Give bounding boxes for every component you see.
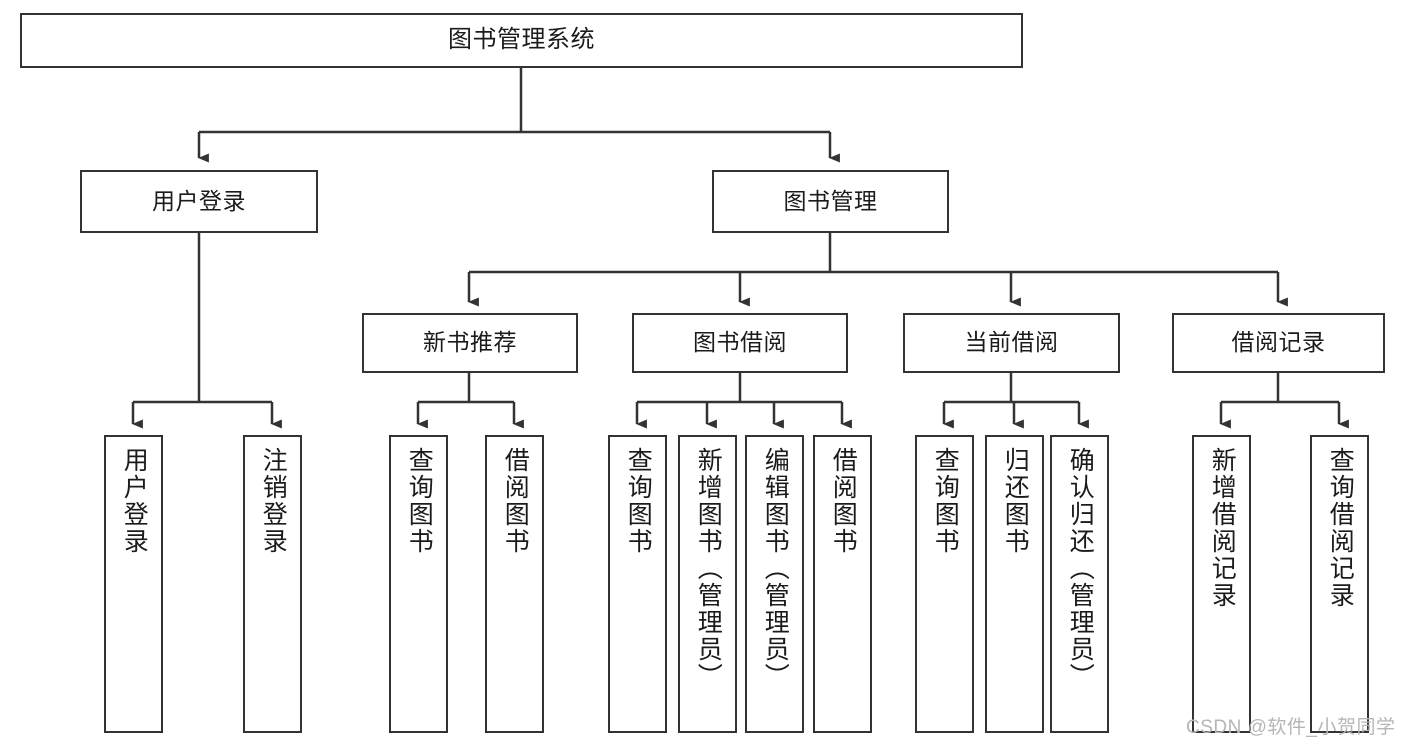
leaf-new-book-query[interactable]: 查询图书 [389,435,448,733]
leaf-borrow-record-query-label: 查询借阅记录 [1326,447,1355,609]
leaf-user-login-login[interactable]: 用户登录 [104,435,163,733]
node-new-book-recommend-label: 新书推荐 [423,329,517,356]
leaf-book-borrow-edit[interactable]: 编辑图书（管理员） [745,435,804,733]
node-book-borrow[interactable]: 图书借阅 [632,313,848,373]
leaf-user-login-login-label: 用户登录 [120,447,149,555]
leaf-book-borrow-query[interactable]: 查询图书 [608,435,667,733]
leaf-current-borrow-confirm[interactable]: 确认归还（管理员） [1050,435,1109,733]
leaf-book-borrow-add-label: 新增图书（管理员） [694,447,723,690]
leaf-borrow-record-add[interactable]: 新增借阅记录 [1192,435,1251,733]
leaf-current-borrow-return-label: 归还图书 [1001,447,1030,555]
node-book-management-label: 图书管理 [783,187,878,214]
node-user-login-label: 用户登录 [152,187,246,214]
leaf-user-login-logout-label: 注销登录 [259,447,288,555]
leaf-current-borrow-query[interactable]: 查询图书 [915,435,974,733]
leaf-borrow-record-query[interactable]: 查询借阅记录 [1310,435,1369,733]
leaf-borrow-record-add-label: 新增借阅记录 [1208,447,1237,609]
leaf-book-borrow-add[interactable]: 新增图书（管理员） [678,435,737,733]
leaf-book-borrow-borrow-label: 借阅图书 [829,447,858,555]
node-borrow-record[interactable]: 借阅记录 [1172,313,1385,373]
leaf-book-borrow-borrow[interactable]: 借阅图书 [813,435,872,733]
node-root-label: 图书管理系统 [448,26,595,54]
node-new-book-recommend[interactable]: 新书推荐 [362,313,578,373]
node-user-login[interactable]: 用户登录 [80,170,318,233]
leaf-new-book-query-label: 查询图书 [405,447,434,555]
node-current-borrow[interactable]: 当前借阅 [903,313,1120,373]
leaf-new-book-borrow[interactable]: 借阅图书 [485,435,544,733]
leaf-book-borrow-edit-label: 编辑图书（管理员） [761,447,790,690]
node-root[interactable]: 图书管理系统 [20,13,1023,68]
node-borrow-record-label: 借阅记录 [1231,329,1326,356]
leaf-new-book-borrow-label: 借阅图书 [501,447,530,555]
leaf-current-borrow-query-label: 查询图书 [931,447,960,555]
node-current-borrow-label: 当前借阅 [964,329,1059,356]
node-book-management[interactable]: 图书管理 [712,170,949,233]
leaf-current-borrow-return[interactable]: 归还图书 [985,435,1044,733]
leaf-current-borrow-confirm-label: 确认归还（管理员） [1066,447,1095,690]
leaf-book-borrow-query-label: 查询图书 [624,447,653,555]
leaf-user-login-logout[interactable]: 注销登录 [243,435,302,733]
node-book-borrow-label: 图书借阅 [693,329,787,356]
